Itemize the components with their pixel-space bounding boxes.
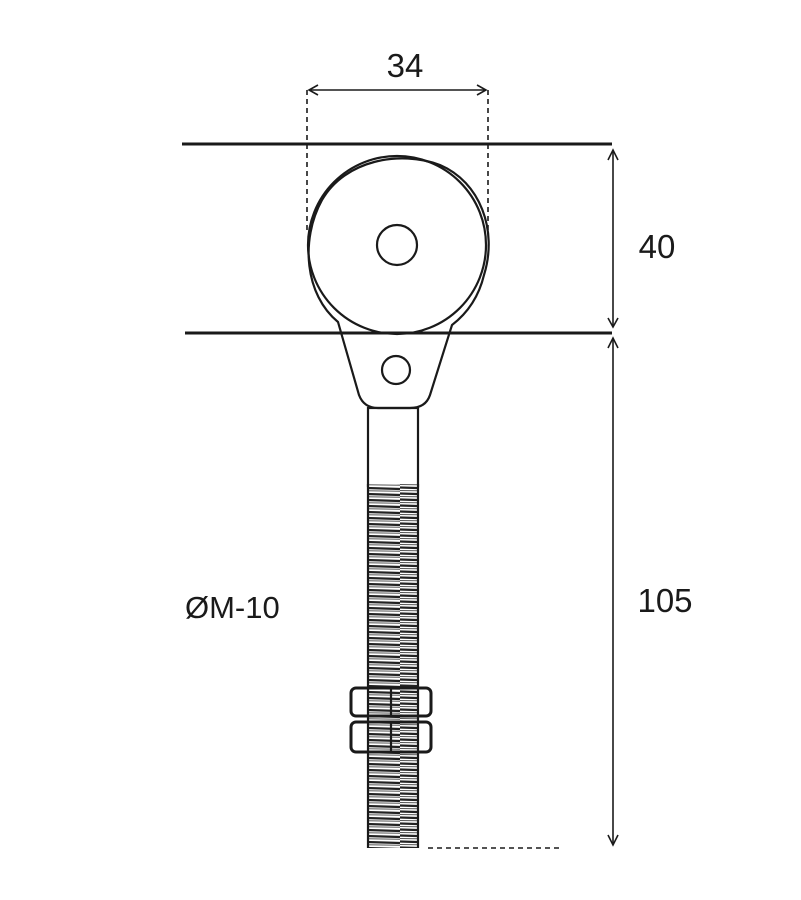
height-dimension: 40 105 xyxy=(428,148,693,849)
bolt-shank xyxy=(366,406,420,488)
lower-eye-hole xyxy=(380,354,412,386)
width-dimension: 34 xyxy=(306,47,489,230)
axle-hole xyxy=(375,223,419,267)
dimension-105-label: 105 xyxy=(637,582,692,619)
threaded-rod xyxy=(368,484,418,848)
eye-bolt xyxy=(306,154,490,848)
pulley-wheel xyxy=(306,154,488,336)
dimension-34-label: 34 xyxy=(387,47,424,84)
hex-nuts xyxy=(349,686,433,754)
thread-size-label: ØM-10 xyxy=(185,590,280,625)
dimension-40-label: 40 xyxy=(639,228,676,265)
eye-lug xyxy=(307,157,490,410)
